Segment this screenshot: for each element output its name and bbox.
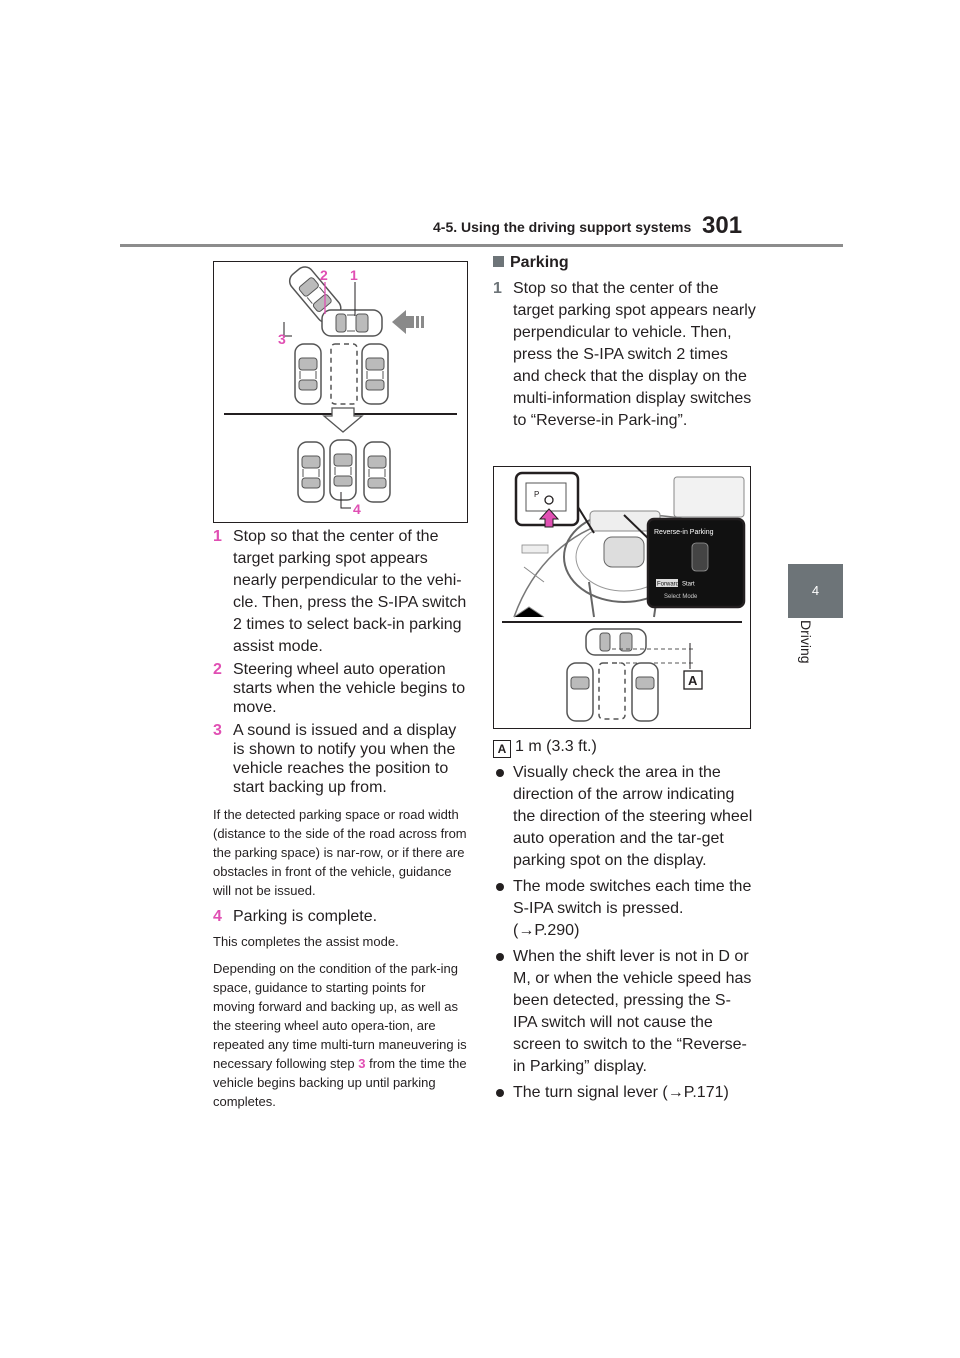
parking-step-1: 1 Stop so that the center of the target … bbox=[493, 278, 758, 432]
step-4: 4 Parking is complete. bbox=[213, 906, 468, 928]
step-3: 3 A sound is issued and a display is sho… bbox=[213, 721, 468, 797]
chapter-tab: 4 bbox=[788, 564, 843, 618]
start-label: Start bbox=[682, 582, 695, 588]
step-text: Steering wheel auto operation starts whe… bbox=[233, 661, 466, 716]
header-divider bbox=[120, 244, 843, 247]
callout-1: 1 bbox=[350, 267, 358, 283]
step-text: A sound is issued and a display is shown… bbox=[233, 722, 457, 796]
legend-A-label: A bbox=[493, 740, 511, 758]
note-guidance: If the detected parking space or road wi… bbox=[213, 807, 467, 898]
bullet-item: The turn signal lever (→P.171) bbox=[493, 1082, 753, 1104]
callout-2: 2 bbox=[320, 267, 328, 283]
target-spot bbox=[330, 343, 358, 405]
parking-heading: Parking bbox=[493, 254, 758, 272]
note-complete: This completes the assist mode. bbox=[213, 934, 399, 949]
page-number: 301 bbox=[702, 212, 743, 239]
s-ipa-switch-icon bbox=[544, 495, 554, 505]
parked-car-bottom-left bbox=[566, 662, 594, 722]
bullet-item: Visually check the area in the direction… bbox=[493, 762, 753, 872]
note-multi-turn: Depending on the condition of the park-i… bbox=[213, 961, 467, 1109]
step-number: 2 bbox=[213, 661, 222, 678]
down-arrow-icon bbox=[322, 407, 364, 433]
step-2: 2 Steering wheel auto operation starts w… bbox=[213, 660, 468, 717]
switch-label: P bbox=[534, 490, 539, 499]
section-title: 4-5. Using the driving support systems bbox=[433, 219, 692, 235]
step-text: Stop so that the center of the target pa… bbox=[513, 280, 756, 429]
target-spot-bottom bbox=[598, 662, 626, 720]
chapter-label: Driving bbox=[798, 620, 814, 664]
label-A-box bbox=[683, 670, 703, 690]
diagram-svg: 2 1 3 4 bbox=[224, 262, 457, 517]
step-number: 4 bbox=[213, 908, 222, 925]
press-arrow-icon bbox=[538, 508, 560, 528]
left-column: 1 Stop so that the center of the target … bbox=[213, 526, 468, 1111]
bottom-car-right bbox=[363, 441, 391, 503]
parked-car-bottom-right bbox=[631, 662, 659, 722]
bottom-car-left bbox=[297, 441, 325, 503]
right-column-top: Parking 1 Stop so that the center of the… bbox=[493, 254, 758, 432]
host-car bbox=[321, 309, 383, 337]
bullet-item: When the shift lever is not in D or M, o… bbox=[493, 946, 753, 1078]
dashboard-svg: P Reverse-in Parking Forward Start Selec… bbox=[502, 471, 746, 722]
step-text: Stop so that the center of the target pa… bbox=[233, 528, 467, 655]
label-A: A bbox=[688, 673, 698, 688]
step-number: 3 bbox=[213, 722, 222, 739]
callout-4: 4 bbox=[353, 501, 361, 517]
step-number: 1 bbox=[493, 280, 502, 297]
back-in-parking-diagram: 2 1 3 4 bbox=[213, 261, 468, 523]
legend-A-text: 1 m (3.3 ft.) bbox=[515, 738, 597, 755]
bullet-item: The mode switches each time the S-IPA sw… bbox=[493, 876, 753, 942]
dashboard-display-figure: P Reverse-in Parking Forward Start Selec… bbox=[493, 466, 751, 729]
parked-car-right bbox=[361, 343, 389, 405]
display-title: Reverse-in Parking bbox=[654, 529, 714, 536]
step-ref: 3 bbox=[358, 1056, 366, 1071]
step-number: 1 bbox=[213, 528, 222, 545]
host-car-bottom bbox=[585, 628, 647, 656]
arrow-icon bbox=[392, 310, 424, 334]
bottom-car-parked bbox=[329, 439, 357, 501]
select-mode-label: Select Mode bbox=[664, 594, 698, 600]
forward-label: Forward bbox=[657, 582, 679, 588]
callout-3: 3 bbox=[278, 331, 286, 347]
step-1: 1 Stop so that the center of the target … bbox=[213, 526, 468, 658]
section-marker-icon bbox=[493, 256, 504, 267]
step-text: Parking is complete. bbox=[233, 908, 378, 925]
parked-car-left bbox=[294, 343, 322, 405]
